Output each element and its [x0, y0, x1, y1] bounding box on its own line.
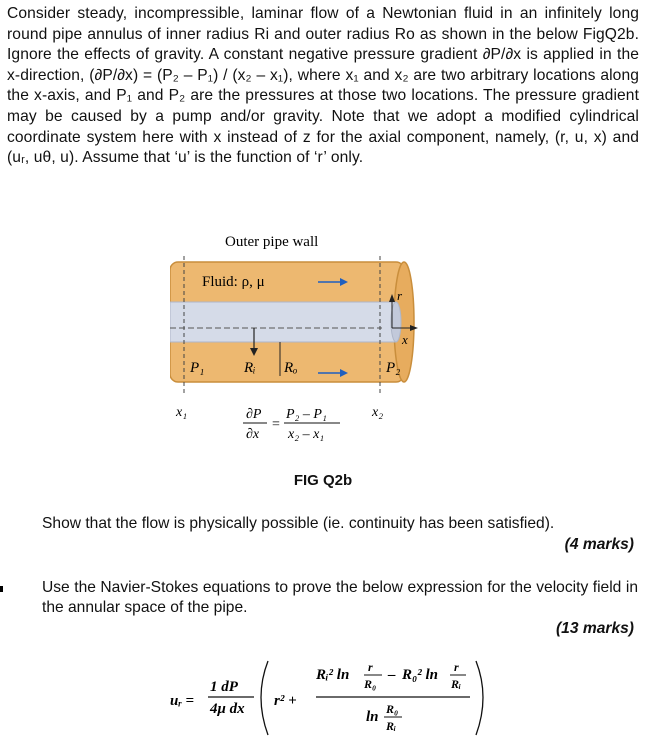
eq-coef-num: 1 dP [210, 679, 239, 695]
fluid-label: Fluid: ρ, μ [202, 274, 265, 290]
ro-label: Rₒ [283, 360, 297, 376]
outer-wall-label: Outer pipe wall [225, 234, 318, 250]
velocity-equation: uᵣ = 1 dP 4μ dx r² + Rᵢ² ln r R₀ – R₀² l… [170, 660, 484, 736]
flow-arrow-top-head [340, 278, 348, 286]
eq-coef-den: 4μ dx [209, 701, 245, 717]
x2-label: x₂ [371, 405, 383, 420]
gradient-eq: = [272, 417, 280, 432]
eq-frac2-den: Rᵢ [450, 677, 461, 691]
eq-term2: R₀² ln [401, 667, 438, 683]
p2-label: P₂ [385, 360, 400, 376]
annulus-figure: Outer pipe wall Fluid: ρ, μ r x P₁ Rᵢ Rₒ… [170, 234, 418, 442]
eq-den-ln: ln [366, 709, 379, 725]
inner-core-cap [390, 301, 402, 343]
flow-arrow-bottom-head [340, 369, 348, 377]
eq-term1: Rᵢ² ln [315, 667, 349, 683]
eq-minus: – [387, 667, 396, 683]
r-axis-head [389, 294, 395, 302]
gradient-lhs-num: ∂P [246, 407, 262, 422]
inner-core [170, 301, 397, 343]
x-axis-head [410, 325, 418, 331]
eq-frac3-den: Rᵢ [385, 719, 396, 733]
r-axis-label: r [397, 288, 403, 303]
eq-frac1-num: r [368, 660, 373, 674]
ri-marker-head [250, 348, 258, 356]
eq-frac2-num: r [454, 660, 459, 674]
p1-label: P₁ [189, 360, 204, 376]
eq-right-paren [475, 660, 484, 736]
question-1-marks: (4 marks) [564, 536, 634, 553]
problem-statement: Consider steady, incompressible, laminar… [7, 5, 639, 167]
figure-caption: FIG Q2b [293, 472, 353, 489]
eq-frac3-num: R₀ [385, 702, 398, 716]
eq-lhs: uᵣ = [170, 693, 194, 709]
question-2-marks: (13 marks) [555, 620, 634, 637]
eq-r2: r² + [274, 693, 297, 709]
x-axis-label: x [401, 332, 408, 347]
x1-label: x₁ [175, 405, 187, 420]
eq-left-paren [260, 660, 269, 736]
gradient-rhs-den: x₂ – x₁ [287, 427, 324, 442]
eq-frac1-den: R₀ [363, 677, 376, 691]
ri-label: Rᵢ [243, 360, 256, 376]
list-bullet [0, 586, 3, 592]
question-2-text: Use the Navier-Stokes equations to prove… [42, 579, 638, 616]
gradient-rhs-num: P₂ – P₁ [285, 407, 327, 422]
question-1-text: Show that the flow is physically possibl… [42, 515, 555, 532]
gradient-lhs-den: ∂x [246, 427, 260, 442]
